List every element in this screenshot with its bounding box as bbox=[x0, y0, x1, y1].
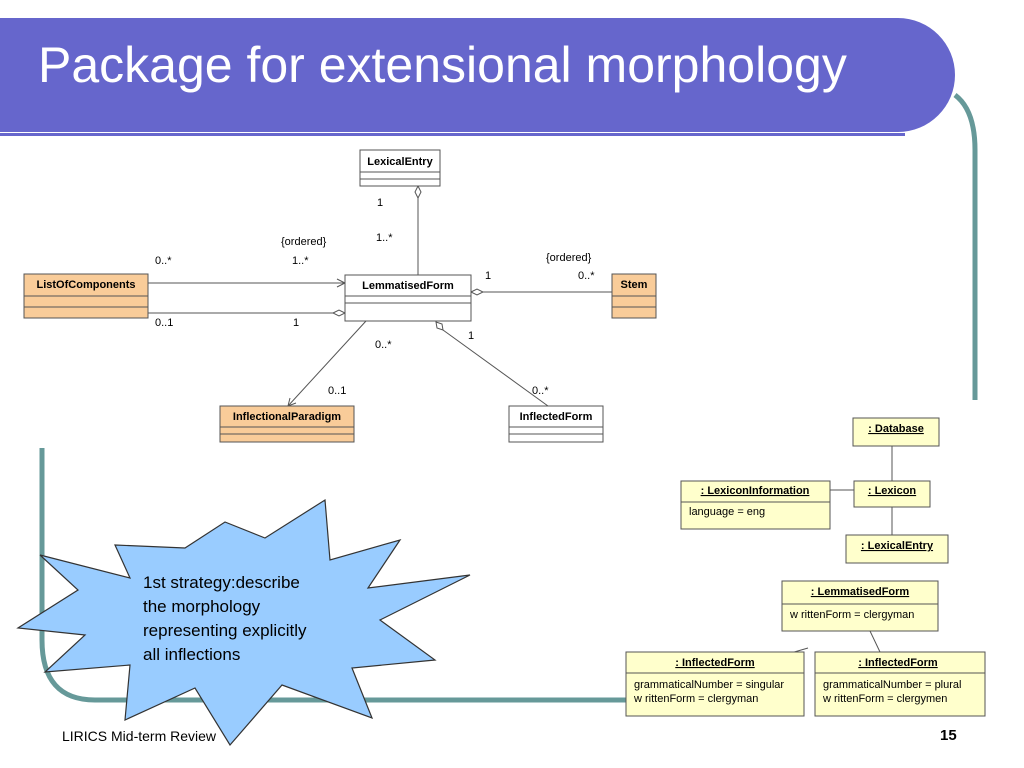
slide-title: Package for extensional morphology bbox=[38, 37, 847, 93]
multiplicity-label: 1..* bbox=[376, 232, 393, 244]
assoc-lemma-paradigm bbox=[287, 320, 367, 407]
object-attribute: grammaticalNumber = singular bbox=[634, 679, 784, 691]
aggregation-diamond bbox=[435, 321, 444, 331]
class-lexical-entry: LexicalEntry bbox=[359, 149, 441, 187]
multiplicity-label: 0..1 bbox=[328, 385, 346, 397]
multiplicity-label: 0..* bbox=[532, 385, 549, 397]
frame-left-line bbox=[39, 448, 640, 703]
object-attribute: grammaticalNumber = plural bbox=[823, 679, 961, 691]
multiplicity-label: 1..* bbox=[292, 255, 309, 267]
class-inflected-form: InflectedForm bbox=[508, 405, 604, 443]
class-name: Stem bbox=[621, 279, 648, 291]
assoc-lemma-inflected bbox=[442, 329, 549, 407]
object-name: : LexicalEntry bbox=[861, 540, 934, 552]
class-name: ListOfComponents bbox=[37, 279, 136, 291]
class-name: LexicalEntry bbox=[367, 156, 433, 168]
object-attribute: language = eng bbox=[689, 506, 765, 518]
title-underline bbox=[0, 133, 905, 136]
multiplicity-label: 0..* bbox=[155, 255, 172, 267]
object-name: : Database bbox=[868, 423, 924, 435]
object-name: : InflectedForm bbox=[858, 657, 938, 669]
object-database: : Database bbox=[852, 417, 940, 447]
object-inflected-form-singular: : InflectedForm grammaticalNumber = sing… bbox=[625, 651, 805, 717]
class-stem: Stem bbox=[611, 273, 657, 319]
class-name: LemmatisedForm bbox=[362, 280, 454, 292]
callout-line: 1st strategy:describe bbox=[143, 573, 300, 592]
object-name: : LemmatisedForm bbox=[811, 586, 910, 598]
class-lemmatised-form: LemmatisedForm bbox=[344, 274, 472, 322]
object-attribute: w rittenForm = clergyman bbox=[633, 693, 758, 705]
frame-right-line bbox=[953, 93, 978, 400]
callout-line: representing explicitly bbox=[143, 621, 307, 640]
title-bar bbox=[0, 18, 955, 132]
class-inflectional-paradigm: InflectionalParadigm bbox=[219, 405, 355, 443]
object-lexicon-information: : LexiconInformation language = eng bbox=[680, 480, 831, 530]
class-list-of-components: ListOfComponents bbox=[23, 273, 149, 319]
callout-line: the morphology bbox=[143, 597, 261, 616]
class-name: InflectionalParadigm bbox=[233, 411, 341, 423]
object-attribute: w rittenForm = clergymen bbox=[822, 693, 947, 705]
object-attribute: w rittenForm = clergyman bbox=[789, 609, 914, 621]
object-lemmatised-form: : LemmatisedForm w rittenForm = clergyma… bbox=[781, 580, 939, 632]
multiplicity-label: 1 bbox=[377, 197, 383, 209]
footer-text: LIRICS Mid-term Review bbox=[62, 728, 217, 744]
starburst-shape bbox=[16, 498, 471, 747]
object-lexical-entry: : LexicalEntry bbox=[845, 534, 949, 564]
multiplicity-label: 1 bbox=[293, 317, 299, 329]
object-inflected-form-plural: : InflectedForm grammaticalNumber = plur… bbox=[814, 651, 986, 717]
class-name: InflectedForm bbox=[520, 411, 593, 423]
page-number: 15 bbox=[940, 727, 957, 744]
object-name: : Lexicon bbox=[868, 485, 917, 497]
object-lexicon: : Lexicon bbox=[853, 480, 931, 508]
callout-line: all inflections bbox=[143, 645, 240, 664]
link-line bbox=[869, 630, 881, 653]
constraint-label: {ordered} bbox=[546, 252, 592, 264]
constraint-label: {ordered} bbox=[281, 236, 327, 248]
multiplicity-label: 1 bbox=[468, 330, 474, 342]
multiplicity-label: 0..* bbox=[578, 270, 595, 282]
object-name: : InflectedForm bbox=[675, 657, 755, 669]
object-name: : LexiconInformation bbox=[701, 485, 810, 497]
multiplicity-label: 0..1 bbox=[155, 317, 173, 329]
multiplicity-label: 1 bbox=[485, 270, 491, 282]
multiplicity-label: 0..* bbox=[375, 339, 392, 351]
aggregation-diamond bbox=[469, 288, 485, 296]
aggregation-diamond bbox=[414, 184, 422, 200]
